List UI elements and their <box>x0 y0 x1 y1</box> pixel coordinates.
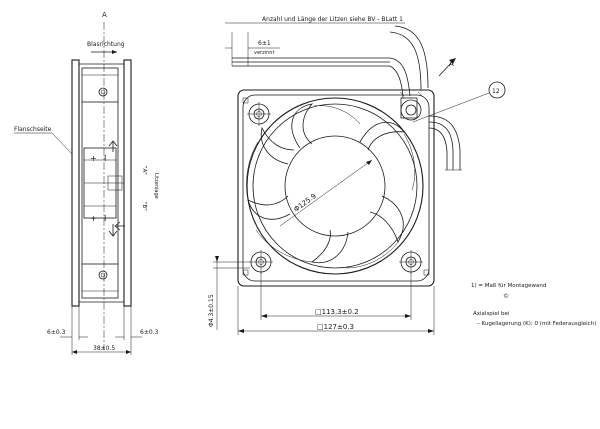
view-direction-arrow-icon: A <box>438 58 456 77</box>
notes: 1) = Maß für Montagewand © Axialspiel be… <box>471 283 596 327</box>
cable-right <box>428 115 461 170</box>
view-label-a: A <box>102 11 107 19</box>
bottom-mount-boss <box>81 263 119 299</box>
mount-hole-top-right <box>399 91 423 121</box>
dim-total-depth: 38±0.5 <box>93 345 115 352</box>
arrow-left-icon <box>114 221 125 231</box>
flange-side-label: Flanschseite <box>14 126 52 133</box>
circled-number-icon: 12 <box>412 81 506 123</box>
flange-leader-line <box>14 132 73 155</box>
arrow-up-icon <box>108 140 118 152</box>
arrow-down-icon <box>108 224 118 237</box>
strip-length-dim: 6±1 <box>258 40 271 47</box>
wire-bundle-top <box>394 25 429 89</box>
flange-plate-right <box>123 59 132 307</box>
impeller-diameter-label: Φ125.9 <box>292 192 317 213</box>
flange-plate-left <box>71 59 80 307</box>
mount-hole-top-left <box>242 97 271 126</box>
mark-b-label: "B" <box>141 202 147 211</box>
copyright-mark: © <box>503 293 509 300</box>
fan-frame-outer <box>237 89 435 287</box>
mount-hole-bottom-right <box>399 250 430 276</box>
strip-tinned-note: verzinnt <box>254 50 274 56</box>
terminal-plus-bottom: + <box>90 214 97 223</box>
terminal-plus-top: + <box>90 154 97 163</box>
side-dimensions: 6±0.3 6±0.3 38±0.5 <box>47 306 159 355</box>
fan-blades <box>246 103 415 269</box>
mount-hole-bottom-left <box>242 250 273 276</box>
callout-number: 12 <box>492 88 500 95</box>
dim-mount-spacing: □113.3±0.2 <box>315 308 359 316</box>
venturi-circle <box>246 97 424 275</box>
mark-a-label: "A" <box>141 166 147 175</box>
wire-ends <box>232 57 411 99</box>
hub-circle <box>284 135 386 237</box>
axial-play-item: – Kugellagerung (K): 0 (mit Federausglei… <box>477 321 596 327</box>
wires-note: Anzahl und Länge der Litzen siehe BV - B… <box>262 16 403 23</box>
hole-diameter-dim: Φ4.3±0.15 <box>208 294 215 327</box>
axial-play-heading: Axialspiel bei <box>473 311 510 317</box>
connector-block <box>400 97 418 119</box>
fan-frame-inner <box>242 94 430 282</box>
terminal-minus-top: I <box>104 154 106 163</box>
airflow-arrow-icon <box>91 50 117 54</box>
dim-left-thickness: 6±0.3 <box>47 329 66 336</box>
top-mount-boss <box>81 67 119 103</box>
side-view: A Blasrichtung + I + I <box>14 11 159 355</box>
airflow-direction-label: Blasrichtung <box>87 41 125 48</box>
front-view: Anzahl und Länge der Litzen siehe BV - B… <box>208 16 506 335</box>
dim-right-thickness: 6±0.3 <box>140 329 159 336</box>
blade-tip-circle <box>252 103 418 269</box>
front-dimensions: □113.3±0.2 □127±0.3 <box>237 272 435 335</box>
terminal-minus-bottom: I <box>104 214 106 223</box>
wire-position-label: Litzenlage <box>153 173 159 199</box>
mount-note: 1) = Maß für Montagewand <box>471 283 546 289</box>
diameter-line <box>279 159 373 227</box>
hole-dimension: Φ4.3±0.15 <box>208 256 250 330</box>
dim-outer-size: □127±0.3 <box>317 323 354 331</box>
view-arrow-label: A <box>449 60 454 68</box>
